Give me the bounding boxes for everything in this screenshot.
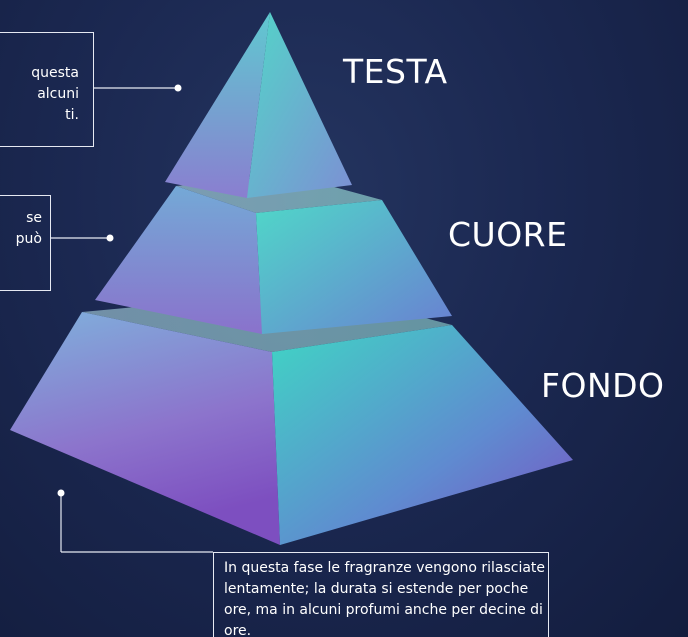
pyramid-middle-right-face: [256, 200, 452, 334]
note-box-top: questa alcuni ti.: [0, 32, 94, 147]
note-top-line: questa: [31, 65, 79, 81]
note-top-line: alcuni: [37, 86, 79, 102]
note-bottom-text: In questa fase le fragranze vengono rila…: [224, 560, 546, 637]
pyramid-top-left-face: [165, 12, 270, 198]
layer-label-top: TESTA: [343, 52, 448, 91]
pyramid-bottom-right-face: [272, 325, 573, 545]
connector-top-dot: [174, 84, 182, 92]
layer-label-middle: CUORE: [448, 215, 568, 254]
pyramid-bottom-left-face: [10, 312, 280, 545]
pyramid-top-right-face: [247, 12, 352, 198]
connector-middle-dot: [106, 234, 114, 242]
note-top-line: ti.: [65, 107, 79, 123]
connector-bottom-dot: [57, 489, 65, 497]
note-box-middle: se può: [0, 195, 51, 291]
layer-label-bottom: FONDO: [541, 366, 665, 405]
note-middle-line: se: [26, 210, 42, 226]
note-middle-line: può: [15, 231, 42, 247]
pyramid-middle-left-face: [95, 186, 262, 334]
note-box-bottom: In questa fase le fragranze vengono rila…: [213, 552, 549, 637]
